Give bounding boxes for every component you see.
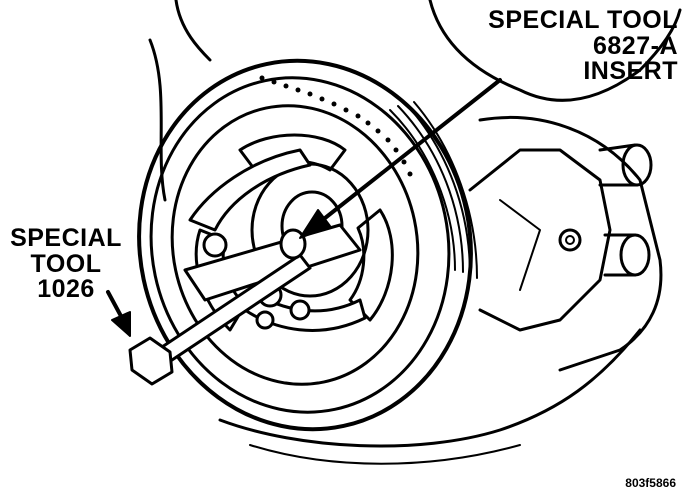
bracket-bolt-inner xyxy=(565,235,575,245)
timing-dots xyxy=(259,75,413,177)
label-line: TOOL xyxy=(30,249,102,278)
label-line: SPECIAL TOOL xyxy=(488,6,678,34)
arrow-1026-shaft xyxy=(106,290,124,320)
engine-block-top-edge xyxy=(174,0,212,62)
label-line: INSERT xyxy=(583,57,678,85)
bracket-bolt xyxy=(558,228,582,252)
engine-housing-right xyxy=(478,116,663,372)
label-line: SPECIAL xyxy=(10,224,122,252)
pump-bracket xyxy=(468,148,612,332)
pulley-outer-rim xyxy=(137,58,473,432)
pulley-inner-ring xyxy=(170,104,420,386)
special-tool-6827-label: SPECIAL TOOL 6827-A INSERT xyxy=(468,6,678,85)
yoke-bolt-lower xyxy=(255,310,275,330)
engine-lower-line xyxy=(218,328,642,448)
insert-6827 xyxy=(279,228,307,260)
forcing-screw-hex xyxy=(128,336,174,386)
yoke-bolt-left xyxy=(202,232,228,258)
label-line: 1026 xyxy=(37,275,95,303)
bracket-strut xyxy=(499,199,541,291)
pulley-rim-face xyxy=(149,76,451,414)
pump-port-lower xyxy=(619,233,651,277)
label-line: 6827-A xyxy=(593,31,678,60)
pump-tube-top xyxy=(598,143,639,187)
engine-bottom-edge xyxy=(249,444,521,465)
belt-grooves xyxy=(389,101,478,279)
puller-arm-top xyxy=(188,148,312,232)
yoke-bolt-right xyxy=(289,299,311,321)
arrow-6827-head xyxy=(299,209,331,239)
arrow-1026-head xyxy=(111,311,131,337)
pump-tube-lower xyxy=(603,233,637,277)
engine-block-outline xyxy=(148,38,167,202)
spoke-slot-left xyxy=(194,228,247,332)
special-tool-1026-label: SPECIAL TOOL 1026 xyxy=(4,224,128,303)
spoke-slot-right xyxy=(348,208,394,322)
engine-cover-curve xyxy=(428,0,682,102)
arrow-6827-shaft xyxy=(318,78,502,224)
figure-id: 803f5866 xyxy=(625,476,676,490)
